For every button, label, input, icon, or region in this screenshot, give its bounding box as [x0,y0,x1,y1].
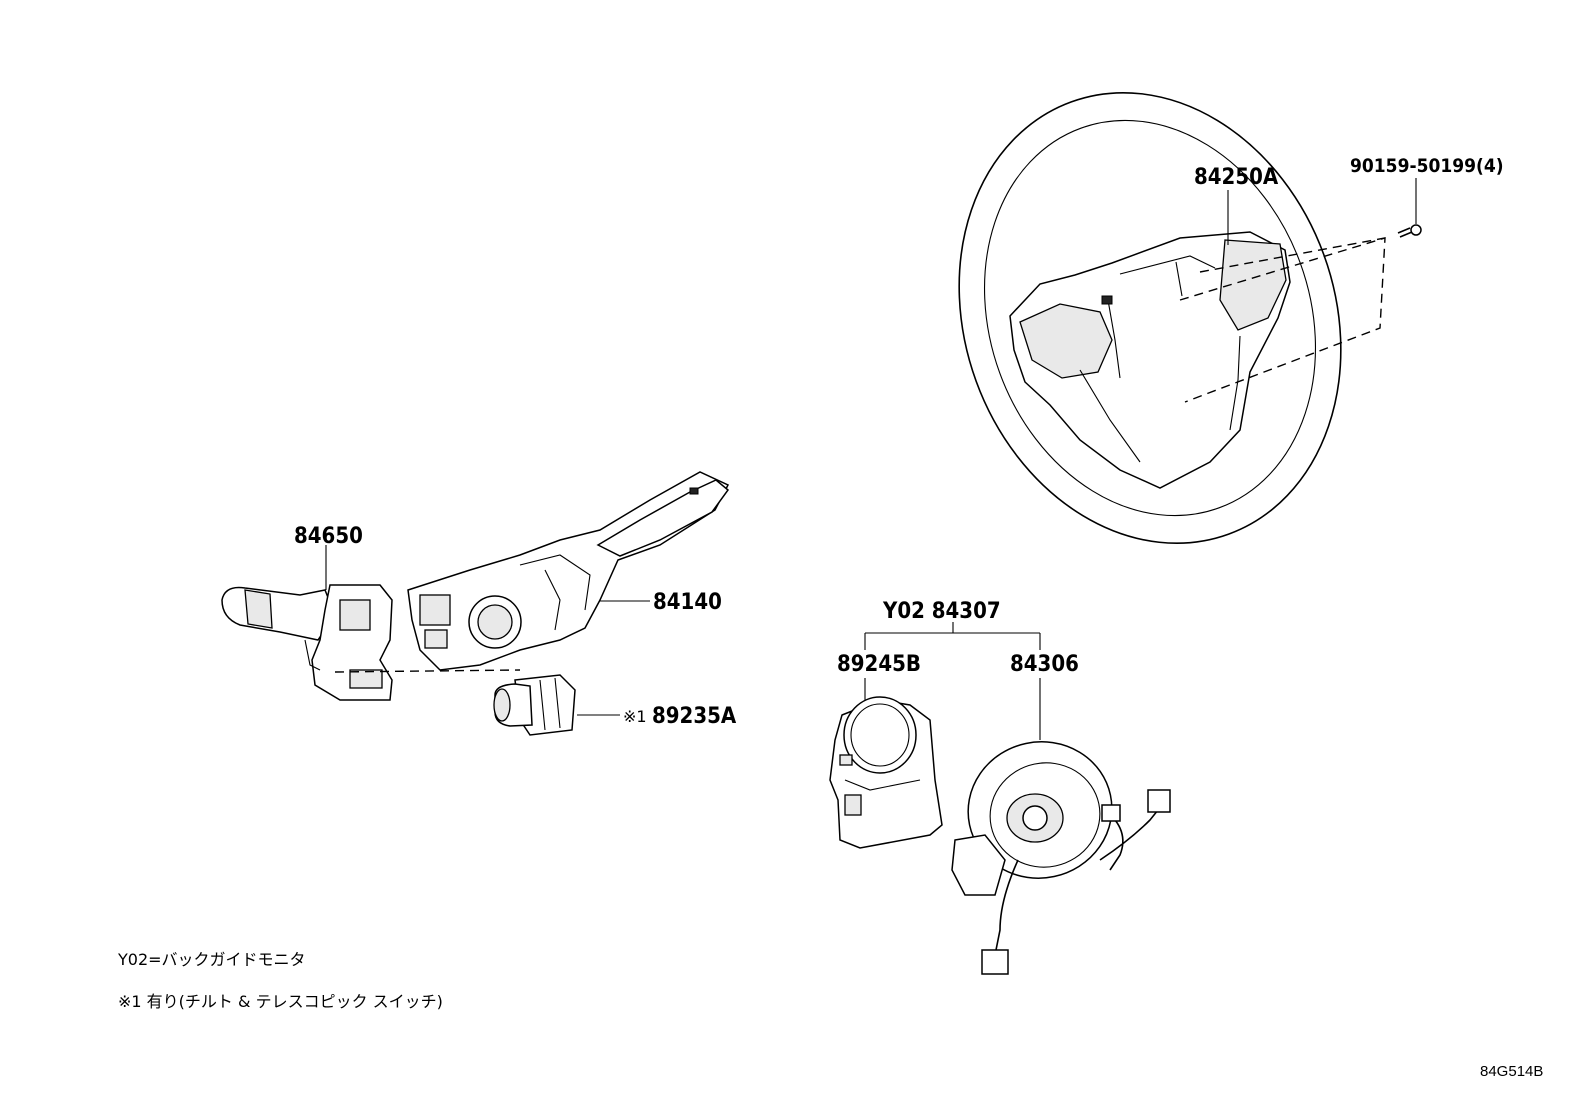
column-switch-illustration [407,471,730,671]
label-tilt-switch-prefix: ※1 [623,707,647,726]
label-steering-sensor: 89245B [837,652,921,677]
steering-wheel-illustration [958,91,1422,545]
label-switch-assy: 84650 [294,524,363,549]
label-steering-pad-switch: 84250A [1194,165,1279,190]
leader-lines [325,178,1417,740]
label-column-switch: 84140 [653,590,722,615]
tilt-switch-illustration [493,674,576,736]
steering-sensor-illustration [829,696,943,849]
label-spiral-cable: 84306 [1010,652,1079,677]
label-screw: 90159-50199(4) [1350,155,1504,177]
diagram-code: 84G514B [1480,1063,1543,1080]
screw-icon [1397,224,1422,238]
label-spiral-cable-group: Y02 84307 [882,599,1001,624]
note-tilt: ※1 有り(チルト & テレスコピック スイッチ) [118,992,443,1011]
note-y02: Y02=バックガイドモニタ [117,950,306,969]
spiral-cable-illustration [951,741,1171,975]
turn-signal-switch-illustration [221,584,521,701]
label-tilt-switch: 89235A [652,704,737,729]
